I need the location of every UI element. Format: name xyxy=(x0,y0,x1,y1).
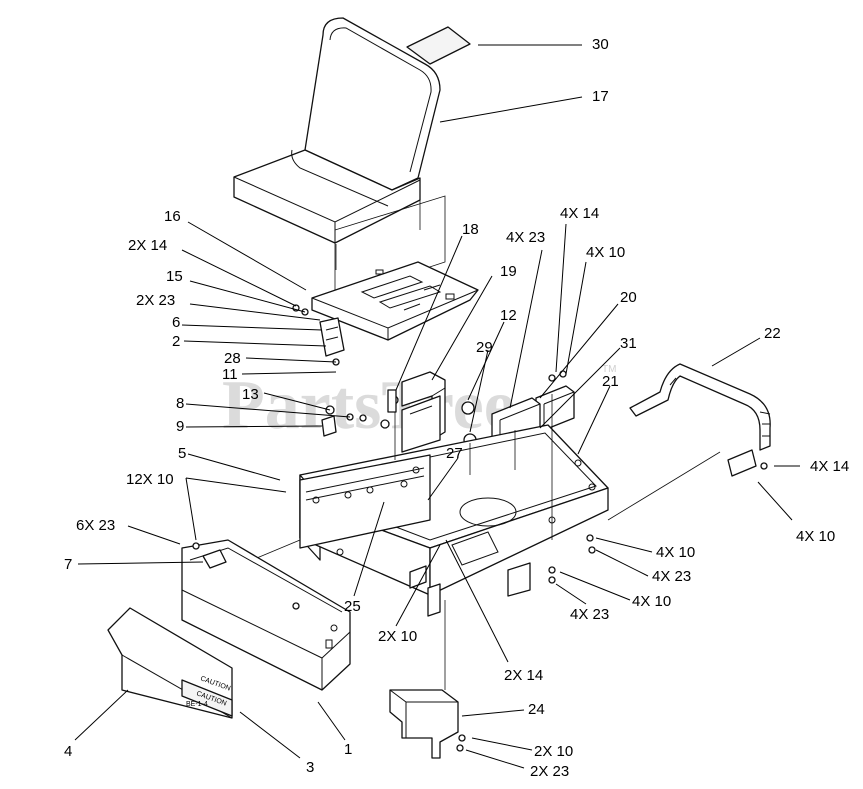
callout-29: 29 xyxy=(476,339,493,356)
callout-18: 18 xyxy=(462,221,479,238)
callout-22: 22 xyxy=(764,325,781,342)
callout-7: 7 xyxy=(64,556,72,573)
seat-hidden-outline xyxy=(334,195,446,299)
decal-code: BE-1-4 xyxy=(186,701,208,708)
callout-9: 9 xyxy=(176,418,184,435)
callout-5: 5 xyxy=(178,445,186,462)
seat-decal-part-30[interactable] xyxy=(406,26,471,65)
callout-4x10-frame-b: 4X 10 xyxy=(632,593,671,610)
callout-4x23-upper: 4X 23 xyxy=(506,229,545,246)
callout-4x10-right: 4X 10 xyxy=(796,528,835,545)
callout-28: 28 xyxy=(224,350,241,367)
bracket-part-24[interactable] xyxy=(389,689,466,759)
callout-6x23: 6X 23 xyxy=(76,517,115,534)
callout-11: 11 xyxy=(222,366,238,383)
callout-6: 6 xyxy=(172,314,180,331)
callout-30: 30 xyxy=(592,36,609,53)
callout-13: 13 xyxy=(242,386,259,403)
frame-hardware-right xyxy=(548,534,596,584)
callout-15: 15 xyxy=(166,268,183,285)
callout-16: 16 xyxy=(164,208,181,225)
callout-2: 2 xyxy=(172,333,180,350)
callout-4: 4 xyxy=(64,743,72,760)
callout-27: 27 xyxy=(446,445,463,462)
callout-17: 17 xyxy=(592,88,609,105)
callout-4x14-upper: 4X 14 xyxy=(560,205,599,222)
callout-2x14-upper: 2X 14 xyxy=(128,237,167,254)
callout-4x14-right: 4X 14 xyxy=(810,458,849,475)
callout-25: 25 xyxy=(344,598,361,615)
callout-4x10-upper: 4X 10 xyxy=(586,244,625,261)
front-panel-part-1[interactable] xyxy=(181,539,351,691)
callout-2x10-lower: 2X 10 xyxy=(534,743,573,760)
callout-4x23-frame-b: 4X 23 xyxy=(570,606,609,623)
pivot-bracket-part-19[interactable] xyxy=(401,395,477,453)
callout-31: 31 xyxy=(620,335,637,352)
callout-2x23-lower: 2X 23 xyxy=(530,763,569,780)
callout-8: 8 xyxy=(176,395,184,412)
callout-12: 12 xyxy=(500,307,517,324)
callout-2x10-center: 2X 10 xyxy=(378,628,417,645)
seat-mount-plate[interactable] xyxy=(311,261,479,341)
callout-4x23-frame-a: 4X 23 xyxy=(652,568,691,585)
callout-3: 3 xyxy=(306,759,314,776)
seat-part-17[interactable] xyxy=(233,17,441,270)
leader-lines xyxy=(74,44,800,769)
callout-4x10-frame-a: 4X 10 xyxy=(656,544,695,561)
watermark-trademark: TM xyxy=(602,364,616,375)
callout-24: 24 xyxy=(528,701,545,718)
callout-labels: 30 17 16 2X 14 15 2X 23 6 2 28 11 13 8 9… xyxy=(64,36,849,780)
callout-12x10: 12X 10 xyxy=(126,471,174,488)
callout-1: 1 xyxy=(344,741,352,758)
callout-2x23-upper: 2X 23 xyxy=(136,292,175,309)
callout-21: 21 xyxy=(602,373,619,390)
callout-20: 20 xyxy=(620,289,637,306)
callout-19: 19 xyxy=(500,263,517,280)
callout-2x14-lower: 2X 14 xyxy=(504,667,543,684)
frame-side-rail[interactable] xyxy=(299,454,431,549)
handle-bar-part-22[interactable] xyxy=(629,363,771,477)
